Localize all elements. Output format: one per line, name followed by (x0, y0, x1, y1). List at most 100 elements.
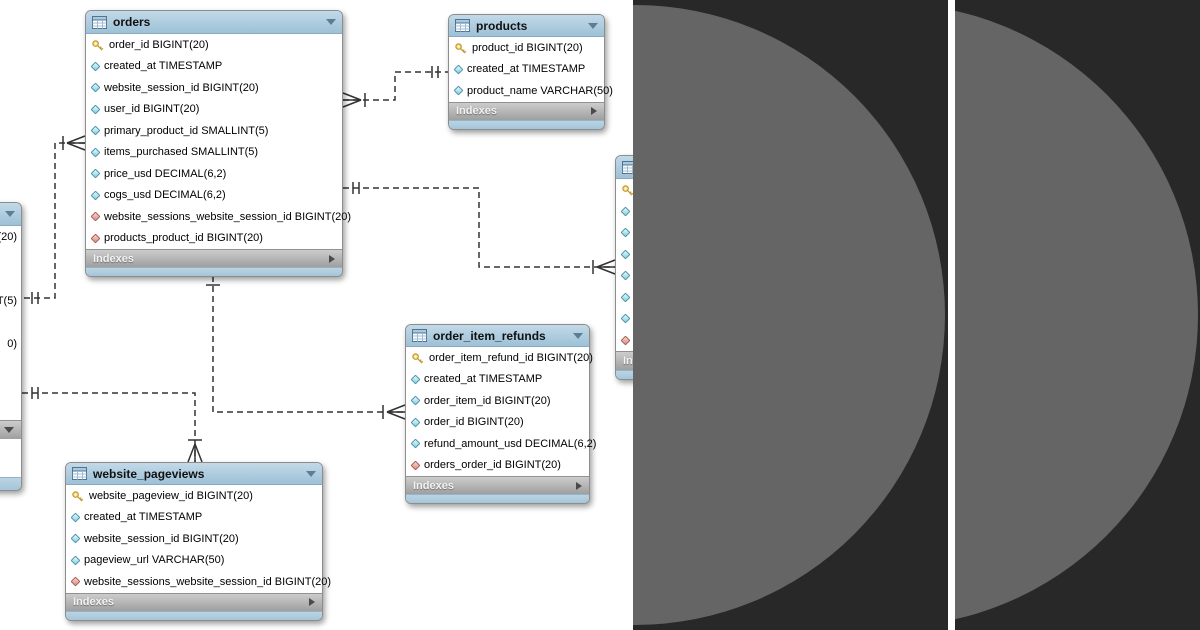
column-row: website_session_id BIGINT(20) (86, 77, 342, 99)
section-collapsed-icon[interactable] (576, 481, 582, 490)
table-bottom-bar (406, 494, 589, 503)
cardinality-one-icon (31, 387, 39, 399)
column-row: 0) (0, 334, 21, 356)
indexes-footer[interactable]: Indexes (449, 101, 604, 120)
relationship-line[interactable] (342, 66, 448, 108)
column-label: (20) (0, 230, 17, 243)
table-bottom-bar (86, 267, 342, 276)
column-row: website_sessions_website_session_id BIGI… (66, 571, 331, 593)
indexes-label: Indexes (93, 252, 134, 265)
column-row: items_purchased SMALLINT(5) (86, 142, 342, 164)
table-header[interactable]: website_pageviews (66, 463, 322, 485)
column-label: website_session_id BIGINT(20) (84, 532, 239, 545)
indexes-footer[interactable]: Indexes (0, 419, 21, 439)
indexes-label: Indexes (73, 596, 114, 608)
column-row: order_item_id BIGINT(20) (406, 390, 589, 412)
collapse-table-icon[interactable] (326, 19, 336, 25)
column-row: cogs_usd DECIMAL(6,2) (86, 185, 342, 207)
collapse-table-icon[interactable] (306, 470, 316, 477)
crow-foot-many-icon (62, 135, 86, 151)
column-icon (90, 168, 101, 179)
primary-key-icon (455, 42, 467, 54)
column-label: T(5) (0, 295, 17, 308)
column-row: website_session_id BIGINT(20) (66, 528, 322, 550)
column-label: product_id BIGINT(20) (472, 41, 583, 54)
column-icon (620, 227, 631, 238)
column-row (0, 248, 21, 270)
column-icon (410, 395, 421, 406)
column-label: pageview_url VARCHAR(50) (84, 554, 225, 567)
column-row (0, 355, 21, 377)
column-icon (620, 313, 631, 324)
column-icon (90, 82, 101, 93)
relationship-line[interactable] (206, 276, 406, 420)
column-label: primary_product_id SMALLINT(5) (104, 124, 269, 137)
column-icon (70, 533, 81, 544)
column-label: website_pageview_id BIGINT(20) (89, 489, 253, 502)
column-row: product_id BIGINT(20) (449, 37, 604, 59)
column-row: (20) (0, 226, 21, 248)
table-title: order_item_refunds (433, 328, 546, 343)
dark-panel-2 (955, 0, 1200, 630)
column-label: items_purchased SMALLINT(5) (104, 146, 259, 159)
column-label: user_id BIGINT(20) (104, 103, 200, 116)
table-header[interactable]: products (449, 15, 604, 37)
relationship-line[interactable] (343, 182, 616, 275)
collapse-table-icon[interactable] (5, 211, 15, 217)
column-row: product_name VARCHAR(50) (449, 80, 613, 102)
column-icon (90, 61, 101, 72)
dark-panel-1 (633, 0, 948, 630)
column-label: website_sessions_website_session_id BIGI… (104, 210, 352, 223)
indexes-footer[interactable]: Indexes (86, 249, 342, 267)
column-icon (90, 125, 101, 136)
table-left-partial-table[interactable]: (20) T(5) 0) Indexes (0, 202, 22, 491)
column-row (0, 269, 21, 291)
section-collapsed-icon[interactable] (591, 107, 597, 115)
table-icon (92, 15, 107, 29)
column-label: orders_order_id BIGINT(20) (424, 459, 561, 472)
cardinality-one-icon (352, 182, 360, 194)
column-label: created_at TIMESTAMP (84, 511, 203, 524)
relationship-line[interactable] (22, 135, 86, 304)
column-row: pageview_url VARCHAR(50) (66, 550, 322, 572)
table-icon (455, 19, 470, 32)
indexes-footer[interactable]: Indexes (406, 476, 589, 494)
section-collapsed-icon[interactable] (309, 598, 315, 606)
section-collapsed-icon[interactable] (329, 254, 335, 263)
column-row: created_at TIMESTAMP (86, 56, 342, 78)
table-header[interactable] (0, 203, 21, 226)
table-bottom-bar (449, 119, 604, 129)
column-icon (453, 85, 464, 96)
column-row (616, 179, 814, 201)
cardinality-one-icon (431, 66, 439, 78)
column-label: order_id BIGINT(20) (424, 416, 524, 429)
column-row: orders_order_id BIGINT(20) (406, 455, 589, 477)
section-expanded-icon[interactable] (4, 426, 14, 433)
column-row (0, 312, 21, 334)
collapse-table-icon[interactable] (573, 332, 583, 339)
crow-foot-many-icon (187, 439, 203, 463)
column-row: T(5) (0, 291, 21, 313)
column-row: order_id BIGINT(20) (86, 34, 342, 56)
column-label: cogs_usd DECIMAL(6,2) (104, 189, 226, 202)
column-label: product_name VARCHAR(50) (467, 84, 613, 97)
foreign-key-icon (620, 335, 631, 346)
crow-foot-many-icon (592, 259, 616, 275)
relationship-line[interactable] (22, 387, 203, 463)
table-header[interactable]: order_item_refunds (406, 325, 589, 347)
column-label: website_session_id BIGINT(20) (104, 81, 259, 94)
table-website_pageviews[interactable]: website_pageviews website_pageview_id BIG… (65, 462, 331, 621)
table-header[interactable]: orders (86, 11, 342, 34)
column-icon (70, 512, 81, 523)
collapse-table-icon[interactable] (588, 22, 598, 29)
crow-foot-many-icon (382, 404, 406, 420)
column-row: website_sessions_website_session_id BIGI… (86, 206, 351, 228)
primary-key-icon (622, 184, 634, 196)
table-title: website_pageviews (93, 466, 205, 481)
indexes-footer[interactable]: Indexes (66, 592, 322, 611)
